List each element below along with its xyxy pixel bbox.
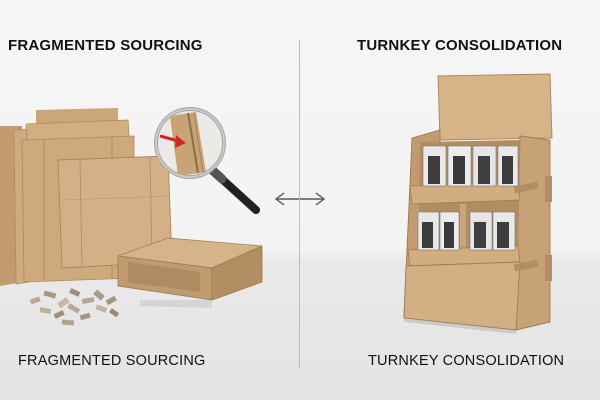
open-cardboard-tray — [117, 237, 263, 308]
panel-divider — [299, 40, 300, 368]
right-heading: TURNKEY CONSOLIDATION — [357, 37, 563, 54]
right-caption: TURNKEY CONSOLIDATION — [368, 353, 565, 369]
magnifying-glass-icon — [154, 107, 260, 214]
left-caption: FRAGMENTED SOURCING — [18, 353, 206, 369]
product-boxes — [417, 145, 519, 251]
left-heading: FRAGMENTED SOURCING — [8, 37, 203, 54]
double-arrow-icon — [274, 192, 326, 206]
counter-display-stand — [403, 73, 553, 334]
flat-cardboard-sheets — [0, 108, 173, 286]
plastic-clip-pile — [29, 288, 120, 326]
